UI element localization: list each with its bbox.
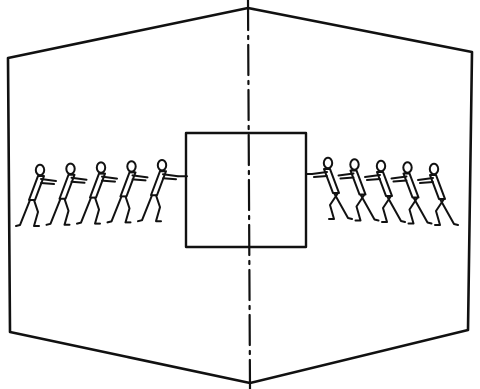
figure-arms xyxy=(102,177,117,182)
figure-back-leg xyxy=(16,200,30,226)
figure-back-leg xyxy=(334,193,352,219)
figure-back-leg xyxy=(387,196,405,222)
figure-arms xyxy=(339,174,354,179)
figure-arms xyxy=(312,172,327,177)
panel-outline xyxy=(8,8,472,383)
left-figure-1 xyxy=(16,165,56,226)
figure-head xyxy=(158,160,166,170)
figure-head xyxy=(36,165,44,175)
figure-head xyxy=(97,162,105,172)
right-figure-1 xyxy=(312,158,352,219)
left-team xyxy=(16,160,178,226)
center-axis-line xyxy=(248,0,250,389)
figure-head xyxy=(403,162,411,172)
left-figure-4 xyxy=(108,161,148,222)
right-team xyxy=(312,158,458,225)
left-figure-2 xyxy=(47,164,87,225)
figure-arms xyxy=(72,178,87,183)
figure-back-leg xyxy=(77,198,91,224)
figure-head xyxy=(350,159,358,169)
figure-front-leg xyxy=(126,196,131,222)
figure-back-leg xyxy=(414,198,432,224)
figure-head xyxy=(430,164,438,174)
figure-back-leg xyxy=(47,199,61,225)
figure-head xyxy=(324,158,332,168)
figure-back-leg xyxy=(108,196,122,222)
left-figure-5 xyxy=(138,160,178,221)
figure-back-leg xyxy=(138,195,152,221)
figure-arms xyxy=(365,175,380,180)
figure-front-leg xyxy=(34,200,39,226)
left-figure-3 xyxy=(77,162,117,223)
figure-arms xyxy=(41,179,56,184)
figure-head xyxy=(127,161,135,171)
figure-back-leg xyxy=(440,199,458,225)
figure-arms xyxy=(163,174,178,179)
figure-arms xyxy=(392,177,407,182)
figure-front-leg xyxy=(156,195,161,221)
figure-back-leg xyxy=(361,195,379,221)
figure-arms xyxy=(133,175,148,180)
figure-head xyxy=(66,164,74,174)
figure-front-leg xyxy=(65,199,70,225)
figure-front-leg xyxy=(95,198,100,224)
figure-head xyxy=(377,161,385,171)
figure-arms xyxy=(418,178,433,183)
center-box xyxy=(186,133,306,247)
